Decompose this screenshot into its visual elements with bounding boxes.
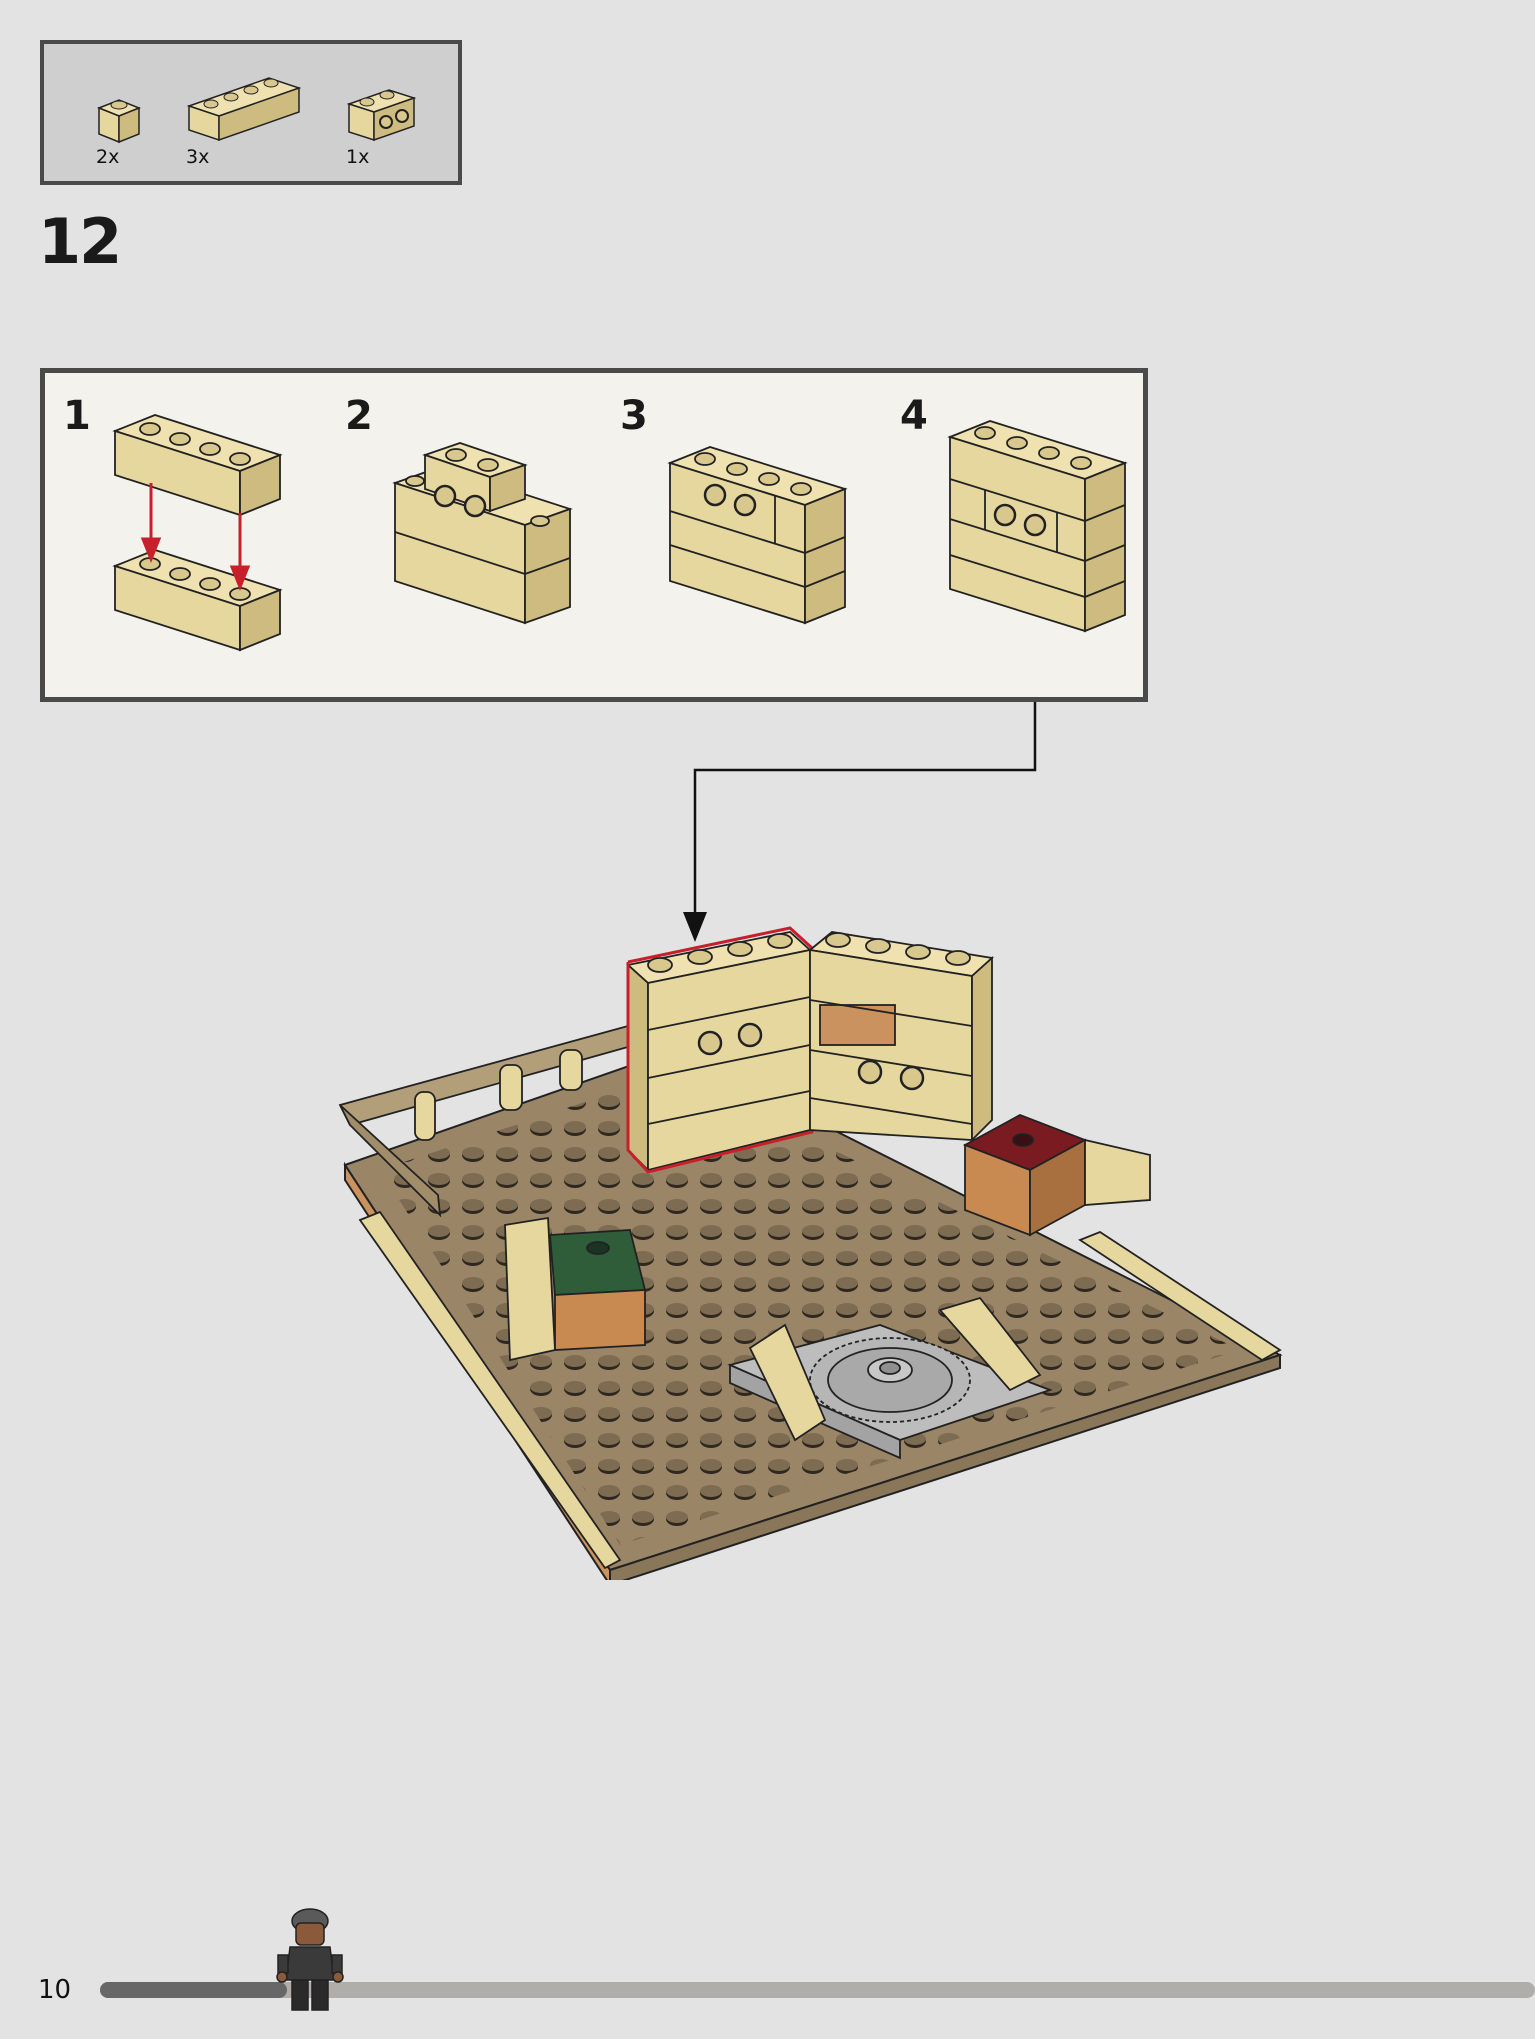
substep-number: 4 xyxy=(900,393,928,439)
substep-4-figure xyxy=(947,420,1128,633)
part-qty: 1x xyxy=(346,146,370,168)
brick-1x4 xyxy=(112,549,283,652)
new-wall-assembly xyxy=(626,926,814,1174)
brick-1x1-icon xyxy=(96,99,142,144)
substep-number: 1 xyxy=(63,393,91,439)
brick-1x4 xyxy=(112,414,283,517)
substep-2-figure xyxy=(392,442,573,625)
substep-1-figure xyxy=(112,414,283,652)
part-qty: 2x xyxy=(96,146,120,168)
parts-list-box: 2x 3x 1x xyxy=(40,40,462,185)
progress-bar xyxy=(100,1982,1535,1998)
substep-number: 2 xyxy=(345,393,373,439)
down-arrow-icon xyxy=(140,483,251,592)
part-qty: 3x xyxy=(186,146,210,168)
substep-3-figure xyxy=(667,446,848,625)
substep-number: 3 xyxy=(620,393,648,439)
step-number: 12 xyxy=(38,205,122,278)
brick-1x4-icon xyxy=(186,77,302,142)
progress-track xyxy=(100,1982,1535,1998)
subassembly-box: 1 2 3 4 xyxy=(40,368,1148,702)
brick-1x2-studs-on-side-icon xyxy=(346,89,417,142)
minifigure-icon xyxy=(276,1908,344,2011)
main-model-figure xyxy=(338,926,1283,1580)
progress-fill xyxy=(100,1982,287,1998)
page-number: 10 xyxy=(38,1975,72,2005)
